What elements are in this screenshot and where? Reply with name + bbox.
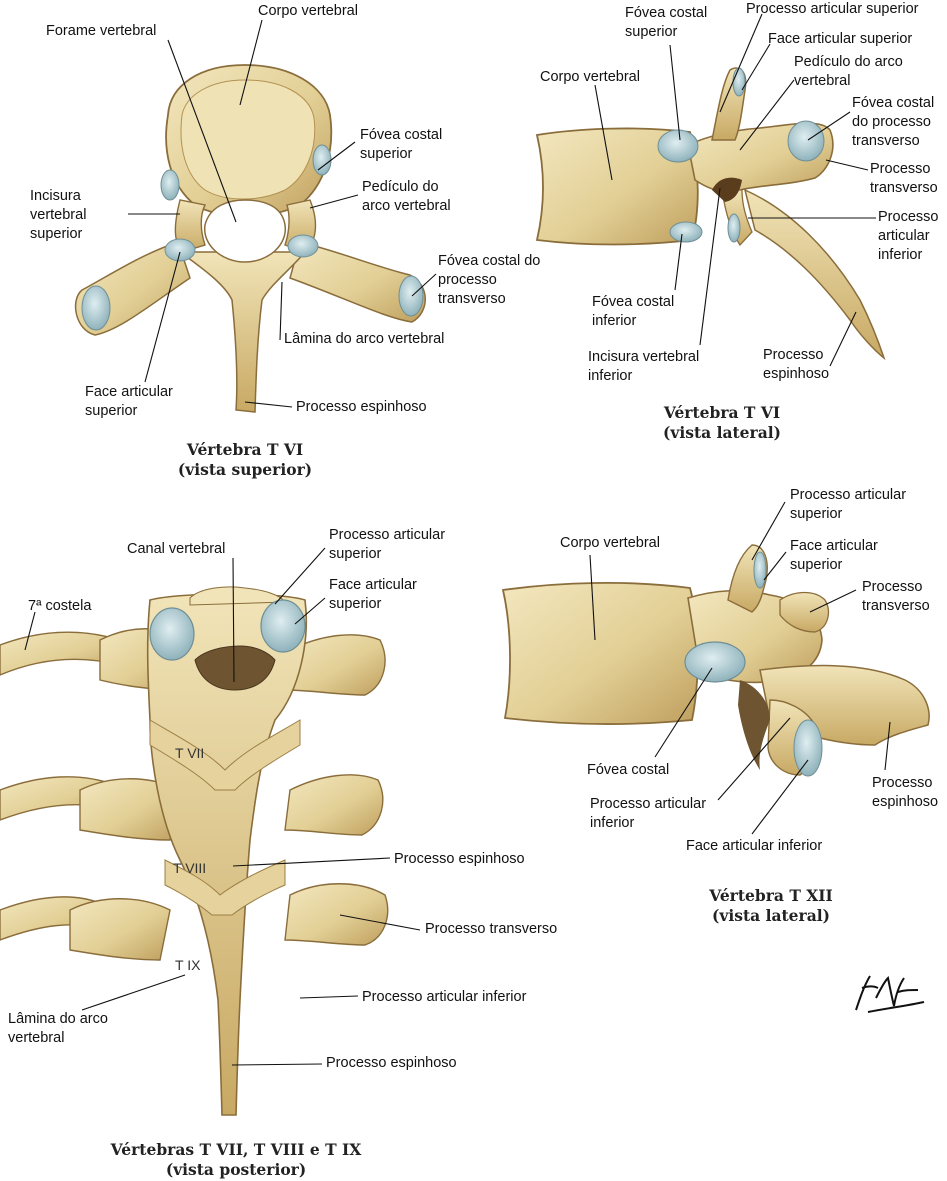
label-t6s-fovea-processo-transverso: Fóvea costal do processo transverso bbox=[438, 253, 541, 307]
caption-t12-lateral: Vértebra T XII (vista lateral) bbox=[709, 886, 833, 925]
label-t12-processo-articular-superior: Processo articular superior bbox=[790, 487, 907, 522]
label-t6s-forame-vertebral: Forame vertebral bbox=[46, 23, 157, 39]
t6-lateral-view bbox=[535, 67, 886, 361]
label-post-canal-vertebral: Canal vertebral bbox=[127, 541, 226, 557]
label-t6l-processo-transverso: Processo transverso bbox=[870, 161, 938, 196]
t12-lateral-view bbox=[501, 544, 930, 777]
caption-t6-lateral: Vértebra T VI (vista lateral) bbox=[663, 403, 781, 442]
level-t9: T IX bbox=[175, 957, 201, 973]
label-t6l-processo-articular-superior: Processo articular superior bbox=[746, 1, 919, 17]
label-t6l-corpo-vertebral: Corpo vertebral bbox=[540, 69, 640, 85]
label-t6l-processo-articular-inferior: Processo articular inferior bbox=[878, 209, 939, 263]
label-t6l-fovea-processo-transverso: Fóvea costal do processo transverso bbox=[852, 95, 935, 149]
label-t6s-corpo-vertebral: Corpo vertebral bbox=[258, 3, 358, 19]
label-t6l-processo-espinhoso: Processo espinhoso bbox=[763, 347, 830, 382]
label-t6l-incisura-inferior: Incisura vertebral inferior bbox=[588, 349, 700, 384]
t6-superior-view bbox=[74, 64, 426, 413]
label-post-processo-transverso: Processo transverso bbox=[425, 921, 558, 937]
label-t6s-fovea-costal-superior: Fóvea costal superior bbox=[360, 127, 443, 162]
caption-t6-superior: Vértebra T VI (vista superior) bbox=[177, 440, 313, 479]
label-t12-processo-articular-inferior: Processo articular inferior bbox=[590, 796, 707, 831]
label-post-processo-articular-superior: Processo articular superior bbox=[329, 527, 446, 562]
label-post-costela: 7ª costela bbox=[28, 598, 92, 614]
label-t6l-fovea-costal-superior: Fóvea costal superior bbox=[625, 5, 708, 40]
label-post-face-articular-superior: Face articular superior bbox=[329, 577, 417, 612]
label-t12-face-articular-superior: Face articular superior bbox=[790, 538, 878, 573]
level-t8: T VIII bbox=[173, 860, 207, 876]
label-t12-face-articular-inferior: Face articular inferior bbox=[686, 838, 823, 854]
label-t6s-pediculo: Pedículo do arco vertebral bbox=[362, 179, 451, 214]
label-post-processo-espinhoso-2: Processo espinhoso bbox=[326, 1055, 457, 1071]
posterior-view-t7-t9 bbox=[0, 586, 389, 1116]
label-t6s-face-articular-superior: Face articular superior bbox=[85, 384, 173, 419]
level-t7: T VII bbox=[175, 745, 205, 761]
label-t12-corpo-vertebral: Corpo vertebral bbox=[560, 535, 660, 551]
leader-lines bbox=[24, 13, 891, 1066]
label-post-processo-espinhoso-1: Processo espinhoso bbox=[394, 851, 525, 867]
label-t6s-lamina: Lâmina do arco vertebral bbox=[284, 331, 445, 347]
label-t6l-fovea-costal-inferior: Fóvea costal inferior bbox=[592, 294, 675, 329]
label-post-lamina: Lâmina do arco vertebral bbox=[8, 1011, 108, 1046]
label-t12-fovea-costal: Fóvea costal bbox=[587, 762, 670, 778]
label-t12-processo-espinhoso: Processo espinhoso bbox=[872, 775, 939, 810]
label-t6s-incisura-superior: Incisura vertebral superior bbox=[30, 188, 87, 242]
label-t6s-processo-espinhoso: Processo espinhoso bbox=[296, 399, 427, 415]
caption-posterior: Vértebras T VII, T VIII e T IX (vista po… bbox=[110, 1140, 362, 1179]
artist-signature bbox=[855, 975, 925, 1013]
label-t6l-face-articular-superior: Face articular superior bbox=[768, 31, 913, 47]
label-post-processo-articular-inferior: Processo articular inferior bbox=[362, 989, 527, 1005]
label-t6l-pediculo: Pedículo do arco vertebral bbox=[794, 54, 903, 89]
label-t12-processo-transverso: Processo transverso bbox=[862, 579, 930, 614]
